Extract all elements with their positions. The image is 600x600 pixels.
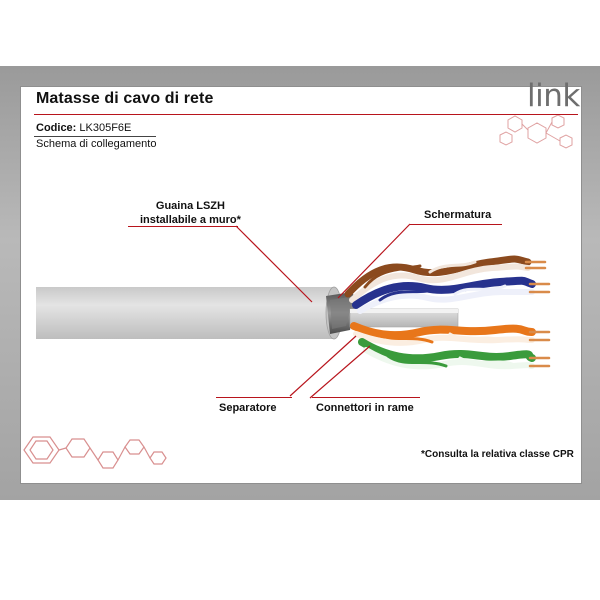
callout-sheath-rule xyxy=(128,226,238,227)
callout-line-sheath xyxy=(235,225,313,303)
callout-sheath: Guaina LSZH installabile a muro* xyxy=(140,199,241,227)
product-code: Codice: LK305F6E xyxy=(36,122,131,134)
wire-pair-brown xyxy=(344,255,547,303)
callout-line-separator xyxy=(289,335,357,397)
callout-conductors: Connettori in rame xyxy=(316,402,414,414)
callout-shield-rule xyxy=(410,224,502,225)
callout-line-conductors xyxy=(309,345,371,399)
wire-pair-orange xyxy=(350,322,551,346)
cable-sheath xyxy=(36,286,343,340)
callout-sheath-line2: installabile a muro* xyxy=(140,214,241,226)
wire-pair-blue xyxy=(352,276,551,314)
page-title: Matasse di cavo di rete xyxy=(36,90,214,107)
cable-shield-foil xyxy=(326,292,356,334)
callout-separator-rule xyxy=(216,397,292,398)
title-divider xyxy=(34,114,578,115)
footnote: *Consulta la relativa classe CPR xyxy=(421,449,574,460)
hexagon-decoration-bottom xyxy=(23,436,167,469)
product-code-value: LK305F6E xyxy=(79,122,132,134)
product-code-label: Codice: xyxy=(36,122,77,134)
brand-logo: link xyxy=(527,78,580,114)
callout-lines xyxy=(235,223,411,399)
wire-pair-green xyxy=(358,338,551,370)
code-divider xyxy=(34,136,156,137)
callout-sheath-line1: Guaina LSZH xyxy=(155,200,225,212)
cable-separator xyxy=(349,308,459,328)
hexagon-decoration-top xyxy=(499,114,573,149)
callout-separator: Separatore xyxy=(219,402,277,414)
diagram-subtitle: Schema di collegamento xyxy=(36,138,157,150)
callout-conductors-rule xyxy=(312,397,420,398)
callout-line-shield xyxy=(337,223,411,299)
callout-shield: Schermatura xyxy=(424,209,492,221)
